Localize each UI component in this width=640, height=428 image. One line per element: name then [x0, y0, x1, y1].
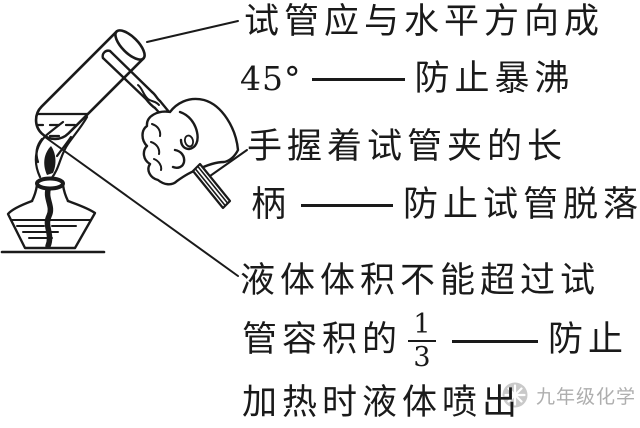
flame-tongue — [49, 115, 89, 181]
watermark-label: 九年级化学 — [536, 385, 637, 408]
grip-purpose: 防止试管脱落 — [403, 185, 640, 225]
flame-tongue — [34, 120, 65, 179]
fraction-numerator: 1 — [413, 308, 431, 340]
flame-core — [44, 146, 56, 175]
fraction-bar — [408, 339, 437, 343]
annotation-volume-line2: 管容积的 1 3 防止 — [242, 306, 628, 376]
angle-value: 45° — [240, 59, 302, 99]
clamp-jaw-link — [144, 90, 162, 110]
annotation-grip-line2: 柄 防止试管脱落 — [251, 185, 640, 225]
leader-line-grip — [209, 149, 248, 177]
lamp-body — [6, 199, 97, 250]
finger-creases — [150, 123, 163, 171]
thumbnail — [183, 134, 195, 148]
clamp-jaw-band — [101, 49, 154, 101]
connector-dash — [311, 78, 405, 82]
annotation-angle-line2: 45° 防止暴沸 — [240, 59, 575, 99]
connector-dash — [301, 204, 394, 208]
angle-purpose: 防止暴沸 — [414, 59, 575, 99]
clamp-knob — [101, 49, 112, 60]
leader-line-angle — [146, 20, 239, 43]
leader-line-volume — [44, 136, 239, 277]
flame-tongue — [35, 137, 44, 164]
handle-end-stripes — [194, 165, 229, 207]
fraction-one-third: 1 3 — [408, 308, 437, 374]
fist-outline — [141, 97, 240, 186]
connector-dash — [452, 339, 539, 343]
lamp-wick — [44, 184, 54, 249]
grip-prefix: 柄 — [251, 185, 292, 225]
annotation-volume-line3: 加热时液体喷出 — [242, 383, 523, 423]
handle-end-outline — [191, 162, 232, 210]
volume-purpose: 防止 — [548, 320, 629, 361]
flame-tongue — [55, 135, 73, 158]
wick-holder-rim — [35, 176, 65, 191]
annotation-volume-line1: 液体体积不能超过试 — [240, 261, 601, 301]
leader-lines — [44, 20, 248, 277]
hand — [141, 97, 240, 186]
volume-prefix: 管容积的 — [242, 320, 403, 361]
annotation-angle-line1: 试管应与水平方向成 — [244, 2, 605, 42]
fraction-denominator: 3 — [413, 342, 431, 374]
clamp-spring — [137, 84, 160, 106]
flame — [34, 115, 89, 181]
annotation-grip-line1: 手握着试管夹的长 — [247, 127, 568, 167]
tube-mouth — [114, 29, 146, 61]
clamp-handle-end — [191, 162, 232, 210]
watermark: 九年级化学 — [501, 381, 636, 409]
thumb — [178, 110, 199, 151]
test-tube — [28, 29, 146, 147]
index-fingertip — [171, 148, 186, 169]
alcohol-lamp — [6, 176, 97, 250]
flower-badge-icon — [502, 382, 528, 408]
